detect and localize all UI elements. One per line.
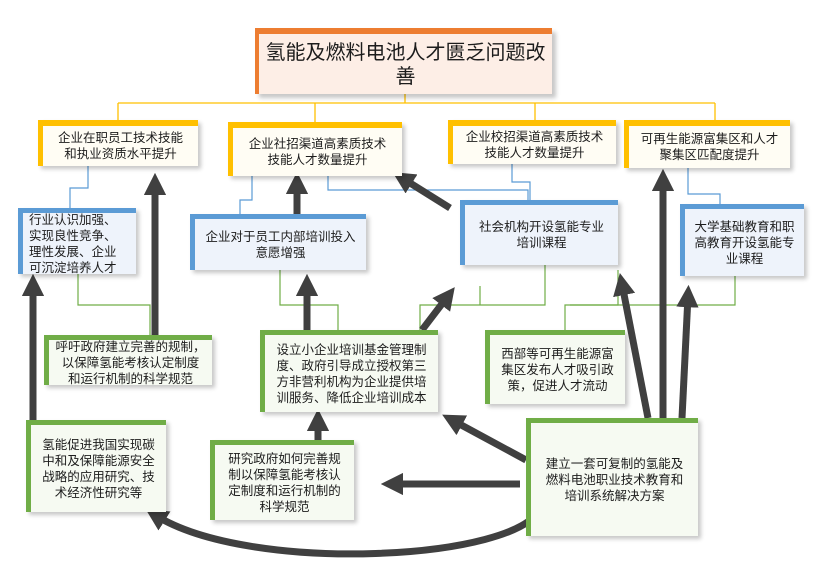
solution-text: 建立一套可复制的氢能及 燃料电池职业技术教育和 培训系统解决方案 <box>545 455 684 503</box>
action-4-text: 氢能促进我国实现碳 中和及保障能源安全 战略的应用研究、技 术经济性研究等 <box>42 436 155 500</box>
path-1-text: 行业认识加强、 实现良性竞争、 理性发展、企业 可沉淀培养人才 <box>29 211 117 275</box>
outcome-to-path-lines <box>69 164 721 214</box>
action-2-text: 设立小企业培训基金管理制 度、政府引导成立授权第三 方非营利机构为企业提供培 训… <box>276 341 427 405</box>
arrow-solution-path4 <box>676 284 699 419</box>
title-box: 氢能及燃料电池人才匮乏问题改善 <box>255 28 552 94</box>
action-node-5: 研究政府如何完善规 制以保障氢能考核认 定制度和运行机制的 科学规范 <box>210 440 354 520</box>
arrow-path3-outcome2 <box>392 172 452 211</box>
path-to-action-lines <box>77 265 736 335</box>
action-3-text: 西部等可再生能源富 集区发布人才吸引政 策，促进人才流动 <box>501 345 614 393</box>
arrow-solution-action2 <box>442 414 528 464</box>
outcome-2-text: 企业社招渠道高素质技术 技能人才数量提升 <box>248 136 387 167</box>
outcome-node-4: 可再生能源富集区和人才 聚集区匹配度提升 <box>624 120 790 168</box>
action-1-text: 呼吁政府建立完善的规制， 以保障氢能考核认定制度 和运行机制的科学规范 <box>55 338 206 386</box>
action-node-2: 设立小企业培训基金管理制 度、政府引导成立授权第三 方非营利机构为企业提供培 训… <box>260 330 438 412</box>
outcome-node-1: 企业在职员工技术技能 和执业资质水平提升 <box>38 120 198 166</box>
outcome-1-text: 企业在职员工技术技能 和执业资质水平提升 <box>57 130 183 161</box>
impact-arrows <box>21 168 699 558</box>
path-node-1: 行业认识加强、 实现良性竞争、 理性发展、企业 可沉淀培养人才 <box>18 208 136 275</box>
outcome-node-3: 企业校招渠道高素质技术 技能人才数量提升 <box>448 120 616 164</box>
path-2-text: 企业对于员工内部培训投入 意愿增强 <box>205 228 356 260</box>
path-node-4: 大学基础教育和职 高教育开设氢能专 业课程 <box>680 204 804 276</box>
outcome-4-text: 可再生能源富集区和人才 聚集区匹配度提升 <box>640 131 779 162</box>
action-node-4: 氢能促进我国实现碳 中和及保障能源安全 战略的应用研究、技 术经济性研究等 <box>26 420 166 512</box>
path-3-text: 社会机构开设氢能专业 培训课程 <box>478 219 604 250</box>
action-node-1: 呼吁政府建立完善的规制， 以保障氢能考核认定制度 和运行机制的科学规范 <box>44 335 212 386</box>
arrow-action2-path3 <box>419 287 455 333</box>
outcome-node-2: 企业社招渠道高素质技术 技能人才数量提升 <box>228 122 402 176</box>
title-text: 氢能及燃料电池人才匮乏问题改善 <box>265 40 546 88</box>
title-to-outcome-lines <box>117 94 716 122</box>
solution-node: 建立一套可复制的氢能及 燃料电池职业技术教育和 培训系统解决方案 <box>526 418 698 536</box>
arrow-solution-action4-curve <box>145 506 544 558</box>
action-node-3: 西部等可再生能源富 集区发布人才吸引政 策，促进人才流动 <box>485 330 625 404</box>
action-5-text: 研究政府如何完善规 制以保障氢能考核认 定制度和运行机制的 科学规范 <box>228 450 341 514</box>
arrow-solution-path3 <box>613 273 652 419</box>
path-node-2: 企业对于员工内部培训投入 意愿增强 <box>190 214 366 270</box>
path-node-3: 社会机构开设氢能专业 培训课程 <box>460 200 618 265</box>
path-4-text: 大学基础教育和职 高教育开设氢能专 业课程 <box>694 218 795 266</box>
outcome-3-text: 企业校招渠道高素质技术 技能人才数量提升 <box>465 129 604 160</box>
